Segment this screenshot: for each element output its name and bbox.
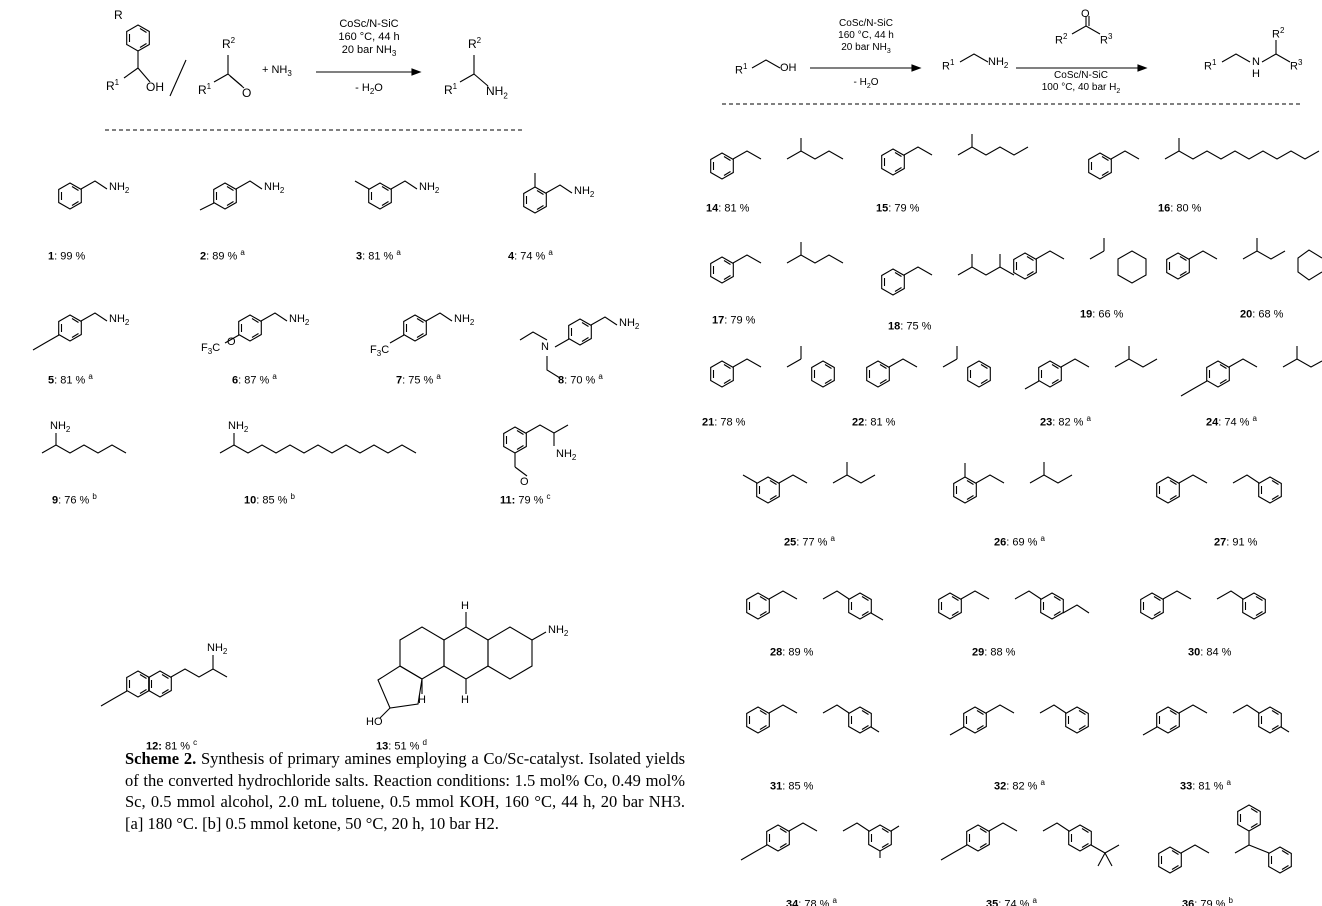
caption-body: Synthesis of primary amines employing a … bbox=[125, 749, 685, 833]
compound-30-structure bbox=[1140, 590, 1266, 620]
compound-29-structure bbox=[938, 590, 1090, 620]
plus-ammonia: + NH bbox=[262, 64, 288, 76]
compound-label-27: 27: 91 % bbox=[1214, 536, 1258, 549]
compound-label-14: 14: 81 % bbox=[706, 202, 750, 215]
compound-label-32: 32: 82 % a bbox=[994, 778, 1045, 793]
right-reaction-scheme bbox=[751, 16, 1291, 72]
compound-31-structure bbox=[746, 704, 880, 734]
r1-water: - H bbox=[853, 77, 867, 88]
compound-label-28: 28: 89 % bbox=[770, 646, 814, 659]
compound-label-1: 1: 99 % bbox=[48, 250, 86, 263]
compound-label-15: 15: 79 % bbox=[876, 202, 920, 215]
compound-1-structure bbox=[58, 180, 108, 210]
compound-10-structure bbox=[219, 433, 417, 454]
compound-4-structure bbox=[523, 173, 573, 214]
compound-3-structure bbox=[354, 180, 418, 210]
compound-label-19: 19: 66 % bbox=[1080, 308, 1124, 321]
compound-label-25: 25: 77 % a bbox=[784, 534, 835, 549]
compound-label-8: 8: 70 % a bbox=[558, 372, 603, 387]
compound-label-35: 35: 74 % a bbox=[986, 896, 1037, 906]
right-step2-conditions: CoSc/N-SiC 100 °C, 40 bar H2 bbox=[1026, 70, 1136, 98]
compound-label-4: 4: 74 % a bbox=[508, 248, 553, 263]
compound-24-structure bbox=[1180, 346, 1322, 397]
compound-label-24: 24: 74 % a bbox=[1206, 414, 1257, 429]
compound-label-22: 22: 81 % bbox=[852, 416, 896, 429]
compound-label-10: 10: 85 % b bbox=[244, 492, 295, 507]
compound-label-33: 33: 81 % a bbox=[1180, 778, 1231, 793]
right-step1-conditions: CoSc/N-SiC 160 °C, 44 h 20 bar NH3 bbox=[826, 18, 906, 58]
left-cond-water-o: O bbox=[374, 82, 383, 94]
compound-label-30: 30: 84 % bbox=[1188, 646, 1232, 659]
compound-label-5: 5: 81 % a bbox=[48, 372, 93, 387]
compound-22-structure bbox=[866, 346, 991, 388]
compound-32-structure bbox=[949, 704, 1089, 736]
compound-17-structure bbox=[710, 242, 844, 284]
compound-34-structure bbox=[740, 822, 900, 861]
compound-label-7: 7: 75 % a bbox=[396, 372, 441, 387]
left-reaction-scheme bbox=[123, 24, 489, 97]
compound-label-6: 6: 87 % a bbox=[232, 372, 277, 387]
caption-title: Scheme 2. bbox=[125, 749, 197, 768]
compound-label-23: 23: 82 % a bbox=[1040, 414, 1091, 429]
compound-2-structure bbox=[199, 180, 263, 211]
scheme-caption: Scheme 2. Synthesis of primary amines em… bbox=[125, 748, 685, 834]
compound-label-36: 36: 79 % b bbox=[1182, 896, 1233, 906]
r1-catalyst: CoSc/N-SiC bbox=[839, 18, 893, 29]
compound-8-structure bbox=[519, 316, 618, 379]
compound-25-structure bbox=[742, 462, 876, 504]
compound-11-structure bbox=[503, 424, 569, 477]
compound-23-structure bbox=[1024, 346, 1158, 390]
compound-19-structure bbox=[1013, 238, 1147, 284]
compound-33-structure bbox=[1142, 704, 1290, 736]
compound-21-structure bbox=[710, 346, 835, 388]
compound-label-20: 20: 68 % bbox=[1240, 308, 1284, 321]
compound-label-31: 31: 85 % bbox=[770, 780, 814, 793]
compound-16-structure bbox=[1088, 138, 1320, 180]
compound-20-structure bbox=[1166, 238, 1322, 281]
r2-temp: 100 °C, 40 bar H bbox=[1041, 82, 1117, 93]
compound-5-structure bbox=[32, 312, 108, 351]
r1-pressure: 20 bar NH bbox=[841, 42, 887, 53]
compound-13-structure bbox=[377, 612, 547, 719]
compound-14-structure bbox=[710, 138, 844, 180]
compound-label-11: 11: 79 % c bbox=[500, 492, 551, 507]
compound-label-18: 18: 75 % bbox=[888, 320, 932, 333]
compound-label-17: 17: 79 % bbox=[712, 314, 756, 327]
compound-label-21: 21: 78 % bbox=[702, 416, 746, 429]
compound-label-26: 26: 69 % a bbox=[994, 534, 1045, 549]
r1-temp: 160 °C, 44 h bbox=[838, 30, 894, 41]
compound-6-structure bbox=[224, 312, 288, 344]
compound-label-29: 29: 88 % bbox=[972, 646, 1016, 659]
compound-label-3: 3: 81 % a bbox=[356, 248, 401, 263]
r2-catalyst: CoSc/N-SiC bbox=[1054, 70, 1108, 81]
compound-label-9: 9: 76 % b bbox=[52, 492, 97, 507]
compound-label-13: 13: 51 % d bbox=[376, 738, 427, 753]
left-cond-catalyst: CoSc/N-SiC bbox=[339, 18, 399, 30]
compound-7-structure bbox=[389, 312, 453, 344]
left-conditions: CoSc/N-SiC 160 °C, 44 h 20 bar NH3 bbox=[332, 18, 406, 60]
left-cond-pressure: 20 bar NH bbox=[341, 44, 392, 56]
compound-label-12: 12: 81 % c bbox=[146, 738, 198, 753]
compound-28-structure bbox=[746, 590, 884, 621]
compound-26-structure bbox=[953, 462, 1073, 504]
r1-water-o: O bbox=[870, 77, 879, 88]
compound-12-structure bbox=[100, 655, 228, 707]
compound-label-16: 16: 80 % bbox=[1158, 202, 1202, 215]
compound-9-structure bbox=[41, 433, 127, 454]
compound-27-structure bbox=[1156, 474, 1282, 504]
compound-36-structure bbox=[1158, 804, 1292, 874]
compound-35-structure bbox=[940, 822, 1120, 867]
left-cond-temp: 160 °C, 44 h bbox=[338, 31, 400, 43]
left-cond-water: - H bbox=[355, 82, 370, 94]
compound-15-structure bbox=[881, 134, 1029, 176]
compound-label-34: 34: 78 % a bbox=[786, 896, 837, 906]
compound-18-structure bbox=[881, 254, 1015, 296]
compound-label-2: 2: 89 % a bbox=[200, 248, 245, 263]
